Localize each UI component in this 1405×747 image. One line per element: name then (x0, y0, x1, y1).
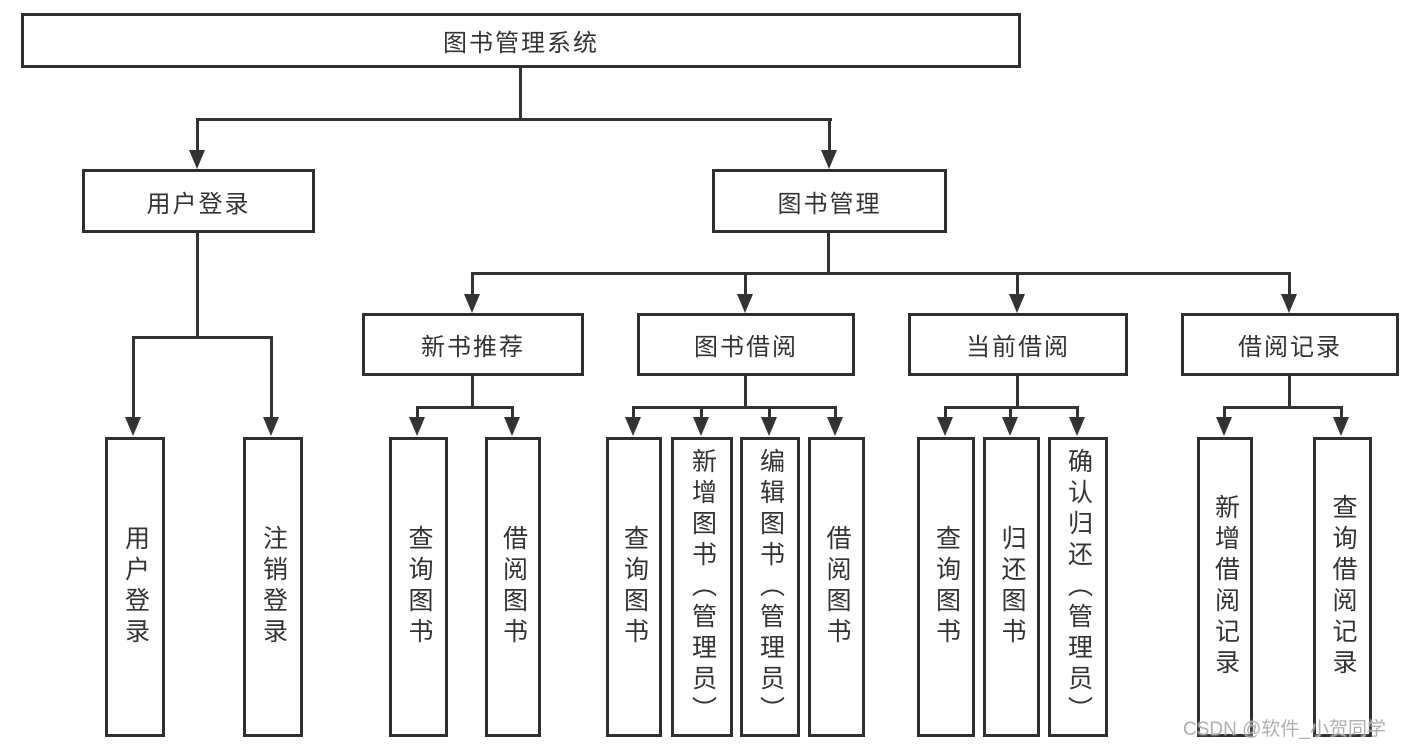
connector-line-v (834, 406, 837, 419)
node-current-borrow-label: 当前借阅 (966, 334, 1070, 361)
connector-line-v (1076, 406, 1079, 419)
leaf-recommend-borrow-books: 借阅图书 (485, 437, 541, 737)
leaf-recommend-query-books: 查询图书 (389, 437, 448, 737)
leaf-user-login-label: 用户登录 (121, 525, 150, 649)
leaf-recommend-borrow-books-label: 借阅图书 (499, 525, 528, 649)
arrow-down-icon (409, 417, 425, 436)
connector-line-v (744, 376, 747, 409)
arrow-down-icon (263, 417, 279, 436)
leaf-add-books-admin: 新增图书（管理员） (671, 437, 733, 737)
connector-line-v (1340, 406, 1343, 419)
connector-line-h (471, 272, 1291, 275)
leaf-confirm-return-admin-label: 确认归还（管理员） (1064, 447, 1093, 727)
arrow-down-icon (125, 417, 141, 436)
connector-line-v (1009, 406, 1012, 419)
leaf-edit-books-admin-label: 编辑图书（管理员） (756, 447, 785, 727)
node-borrow-records-label: 借阅记录 (1238, 334, 1342, 361)
arrow-down-icon (1216, 417, 1232, 436)
node-new-book-recommend: 新书推荐 (362, 313, 584, 376)
node-book-borrow: 图书借阅 (637, 313, 855, 376)
connector-line-v (1288, 272, 1291, 296)
connector-line-v (132, 336, 135, 418)
arrow-down-icon (1002, 417, 1018, 436)
csdn-watermark: CSDN @软件_小贺同学 (1183, 719, 1386, 740)
arrow-down-icon (1333, 417, 1349, 436)
node-new-book-recommend-label: 新书推荐 (421, 334, 525, 361)
leaf-return-books: 归还图书 (983, 437, 1040, 737)
connector-line-v (1288, 376, 1291, 409)
node-book-borrow-label: 图书借阅 (694, 334, 798, 361)
arrow-down-icon (937, 417, 953, 436)
leaf-borrow-query-books: 查询图书 (606, 437, 662, 737)
connector-line-h (416, 406, 514, 409)
node-library-system-label: 图书管理系统 (443, 30, 599, 57)
connector-line-h (196, 118, 832, 121)
connector-line-v (1016, 376, 1019, 409)
leaf-edit-books-admin: 编辑图书（管理员） (740, 437, 800, 737)
leaf-borrow-query-books-label: 查询图书 (620, 525, 649, 649)
connector-line-v (944, 406, 947, 419)
leaf-user-login: 用户登录 (105, 437, 165, 737)
arrow-down-icon (464, 294, 480, 313)
leaf-return-books-label: 归还图书 (998, 525, 1026, 649)
connector-line-v (1016, 272, 1019, 296)
leaf-logout-label: 注销登录 (259, 525, 288, 649)
arrow-down-icon (827, 417, 843, 436)
arrow-down-icon (693, 417, 709, 436)
node-book-management-label: 图书管理 (777, 190, 882, 218)
leaf-query-borrow-record: 查询借阅记录 (1313, 437, 1372, 737)
leaf-add-borrow-record-label: 新增借阅记录 (1211, 494, 1240, 680)
leaf-current-query-books: 查询图书 (917, 437, 975, 737)
arrow-down-icon (504, 417, 520, 436)
leaf-add-borrow-record: 新增借阅记录 (1197, 437, 1253, 737)
leaf-query-borrow-record-label: 查询借阅记录 (1329, 494, 1357, 680)
connector-line-v (270, 336, 273, 418)
connector-line-v (196, 118, 199, 152)
connector-line-v (828, 118, 831, 152)
connector-line-h (132, 336, 273, 339)
arrow-down-icon (625, 417, 641, 436)
node-user-login-label: 用户登录 (146, 190, 251, 218)
connector-line-v (744, 272, 747, 296)
connector-line-v (511, 406, 514, 419)
connector-line-v (827, 233, 830, 275)
connector-line-h (632, 406, 837, 409)
leaf-add-books-admin-label: 新增图书（管理员） (688, 447, 717, 727)
connector-line-v (519, 68, 522, 120)
connector-line-v (196, 233, 199, 339)
connector-line-v (416, 406, 419, 419)
arrow-down-icon (1281, 294, 1297, 313)
connector-line-v (1223, 406, 1226, 419)
node-library-system: 图书管理系统 (21, 13, 1021, 68)
leaf-logout: 注销登录 (243, 437, 303, 737)
leaf-borrow-books-label: 借阅图书 (823, 525, 851, 649)
leaf-confirm-return-admin: 确认归还（管理员） (1048, 437, 1108, 737)
leaf-borrow-books: 借阅图书 (808, 437, 865, 737)
connector-line-v (471, 272, 474, 296)
connector-line-h (1223, 406, 1343, 409)
leaf-current-query-books-label: 查询图书 (932, 525, 961, 649)
connector-line-v (632, 406, 635, 419)
connector-line-v (471, 376, 474, 409)
arrow-down-icon (1009, 294, 1025, 313)
arrow-down-icon (1069, 417, 1085, 436)
node-current-borrow: 当前借阅 (908, 313, 1128, 376)
arrow-down-icon (737, 294, 753, 313)
arrow-down-icon (761, 417, 777, 436)
connector-line-v (700, 406, 703, 419)
node-user-login: 用户登录 (82, 169, 315, 233)
node-book-management: 图书管理 (712, 169, 947, 233)
leaf-recommend-query-books-label: 查询图书 (405, 525, 433, 649)
node-borrow-records: 借阅记录 (1181, 313, 1399, 376)
arrow-down-icon (821, 150, 837, 169)
arrow-down-icon (189, 150, 205, 169)
connector-line-v (768, 406, 771, 419)
